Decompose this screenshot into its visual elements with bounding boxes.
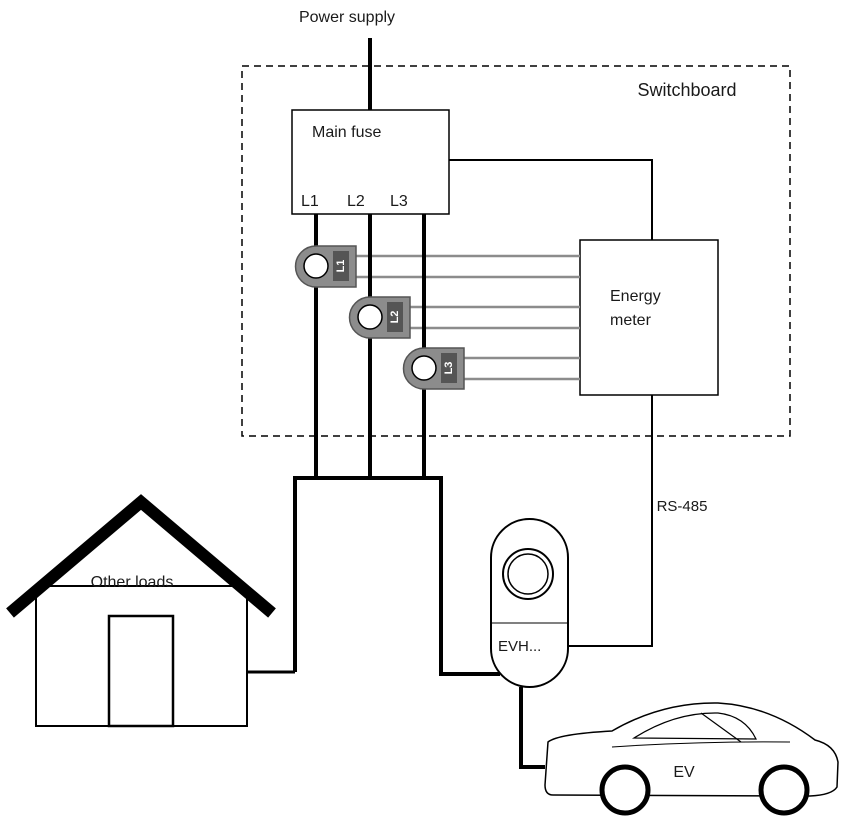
current-transformer-l1: L1 xyxy=(294,245,357,288)
car-window xyxy=(631,712,757,740)
ct-l3-label: L3 xyxy=(443,362,455,375)
energy-meter-label-line1: Energy xyxy=(610,288,661,305)
ct-l2-tag xyxy=(387,302,403,332)
car-front-wheel xyxy=(599,764,651,816)
charger-led-ring-outer xyxy=(502,548,554,600)
power-supply-label: Power supply xyxy=(299,9,395,26)
ev-label: EV xyxy=(673,764,695,781)
house-other-loads: Other loads xyxy=(6,494,276,728)
ct-l3-core xyxy=(411,355,437,381)
energy-meter-box xyxy=(579,239,719,396)
ct-l2-core xyxy=(357,304,383,330)
phase-l2-label: L2 xyxy=(347,193,365,210)
charger-body xyxy=(490,518,569,688)
ct-l1-tag xyxy=(333,251,349,281)
ct-l1-label: L1 xyxy=(335,260,347,273)
ev-car: EV xyxy=(544,702,839,816)
ct-l2-label: L2 xyxy=(389,311,401,324)
phase-l3-label: L3 xyxy=(390,193,408,210)
charger-led-ring-inner xyxy=(507,553,549,595)
main-fuse-label: Main fuse xyxy=(312,124,381,141)
phase-l1-label: L1 xyxy=(301,193,319,210)
house-door xyxy=(107,614,175,728)
current-transformer-l3: L3 xyxy=(402,347,465,390)
ct-l3-tag xyxy=(441,353,457,383)
main-fuse-box xyxy=(291,109,450,215)
charging-cable xyxy=(519,687,545,769)
ct-signal-wires xyxy=(350,254,580,381)
distribution-bus xyxy=(293,476,500,676)
car-rear-wheel xyxy=(758,764,810,816)
car-character-line xyxy=(611,741,791,748)
fuse-meter-link xyxy=(449,159,653,240)
house-roof xyxy=(6,494,276,618)
current-transformer-l2: L2 xyxy=(348,296,411,339)
switchboard-enclosure xyxy=(241,65,791,437)
ev-charger: EVH... xyxy=(490,518,569,688)
rs485-line xyxy=(568,395,653,647)
ct-l1-core xyxy=(303,253,329,279)
other-loads-label: Other loads xyxy=(91,574,174,591)
energy-meter-label-line2: meter xyxy=(610,312,652,329)
switchboard-label: Switchboard xyxy=(637,80,736,100)
rs485-label: RS-485 xyxy=(657,498,708,515)
charger-label: EVH... xyxy=(498,638,541,655)
car-window-pillar xyxy=(700,712,742,743)
